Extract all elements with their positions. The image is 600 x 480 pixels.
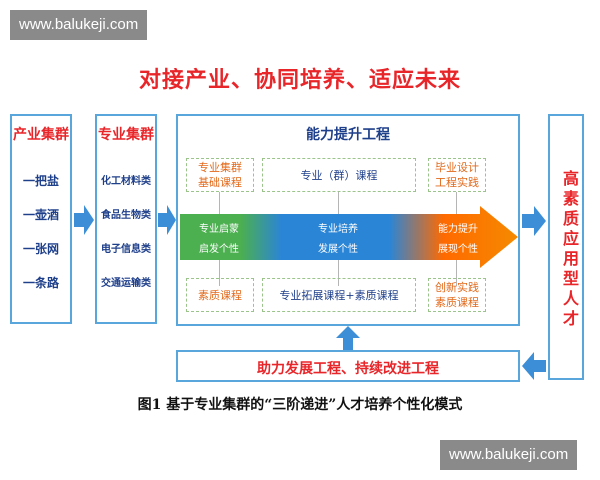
industry-item: 一条路 (22, 276, 59, 290)
left-arrow-icon (522, 352, 546, 380)
course-box-major: 专业（群）课程 (262, 158, 416, 192)
major-cluster-title: 专业集群 (98, 127, 154, 143)
talent-label: 高素质应用型人才 (560, 170, 579, 330)
right-arrow-icon (158, 205, 176, 235)
right-arrow-icon (74, 205, 94, 235)
industry-item: 一张网 (22, 242, 59, 256)
support-project-box: 助力发展工程、持续改进工程 (176, 350, 520, 382)
course-box-extension: 专业拓展课程+素质课程 (262, 278, 416, 312)
up-arrow-icon (336, 326, 360, 350)
major-item: 交通运输类 (101, 278, 151, 289)
industry-item: 一壶酒 (22, 208, 59, 222)
major-item: 化工材料类 (101, 176, 151, 187)
talent-box: 高素质应用型人才 (548, 114, 584, 380)
course-box-foundation: 专业集群 基础课程 (186, 158, 254, 192)
right-arrow-icon (522, 206, 546, 236)
major-item: 食品生物类 (101, 210, 151, 221)
stage1-sublabel: 启发个性 (199, 244, 239, 255)
industry-item: 一把盐 (22, 174, 59, 188)
figure-caption: 图1 基于专业集群的“三阶递进”人才培养个性化模式 (137, 397, 463, 413)
watermark-bottom: www.balukeji.com (440, 440, 578, 470)
stage3-label: 能力提升 (438, 224, 478, 235)
stage1-label: 专业启蒙 (199, 224, 239, 235)
stage2-label: 专业培养 (318, 224, 358, 235)
ability-project-box: 能力提升工程 专业集群 基础课程 专业（群）课程 毕业设计 工程实践 专业启蒙 … (176, 114, 520, 326)
course-box-quality: 素质课程 (186, 278, 254, 312)
progression-arrow (180, 206, 518, 268)
major-item: 电子信息类 (101, 244, 151, 255)
major-cluster-box: 专业集群 化工材料类 食品生物类 电子信息类 交通运输类 (95, 114, 157, 324)
course-box-innovation: 创新实践 素质课程 (428, 278, 486, 312)
stage3-sublabel: 展现个性 (438, 244, 478, 255)
stage2-sublabel: 发展个性 (318, 244, 358, 255)
industry-cluster-title: 产业集群 (13, 127, 69, 143)
watermark-top: www.balukeji.com (10, 10, 148, 40)
banner-title: 对接产业、协同培养、适应未来 (138, 68, 461, 93)
support-project-title: 助力发展工程、持续改进工程 (257, 361, 439, 377)
ability-project-title: 能力提升工程 (306, 127, 390, 143)
course-box-graduation: 毕业设计 工程实践 (428, 158, 486, 192)
industry-cluster-box: 产业集群 一把盐 一壶酒 一张网 一条路 (10, 114, 72, 324)
